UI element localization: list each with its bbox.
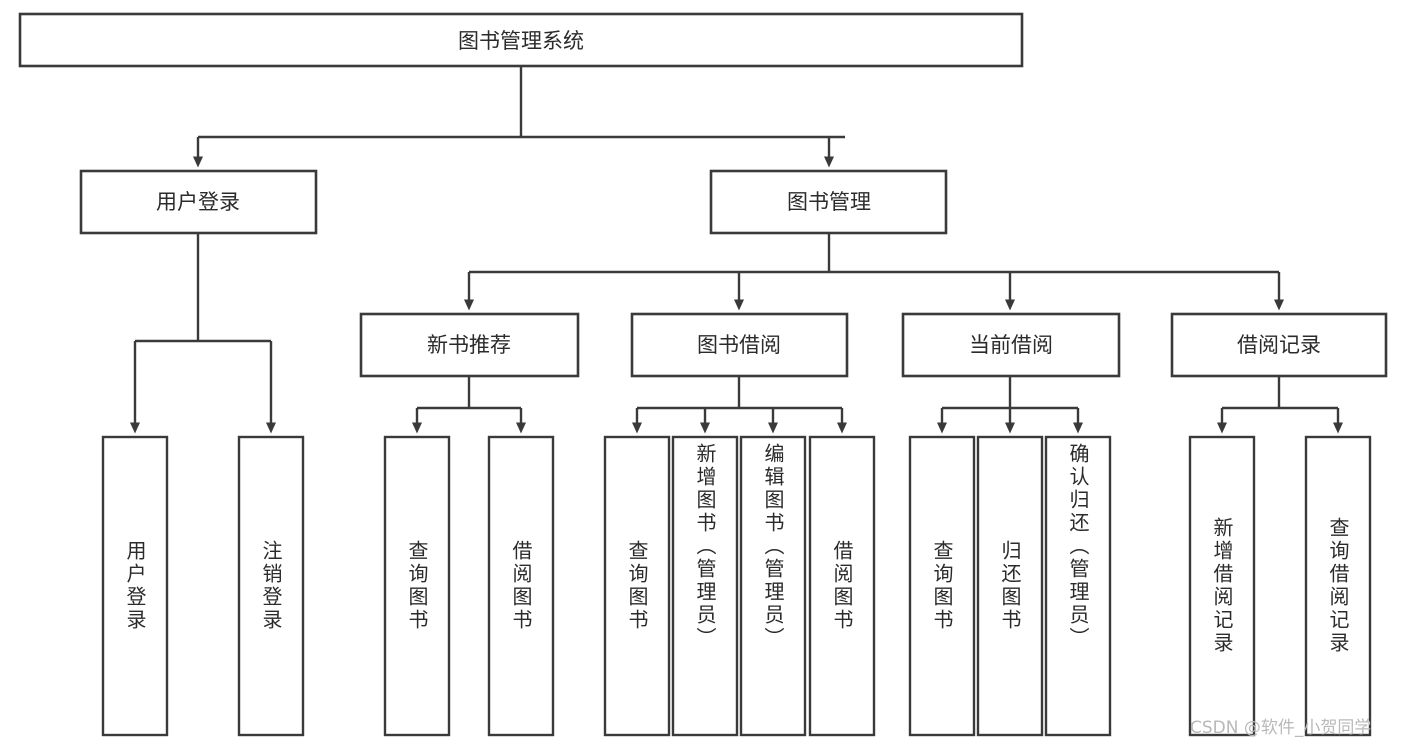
node-current-borrow[interactable]: 当前借阅	[901, 312, 1121, 378]
node-user-login-label: 用户登录	[156, 190, 240, 214]
node-borrow-record[interactable]: 借阅记录	[1170, 312, 1388, 378]
leaf-node-borrowrecord-add-record[interactable]	[1188, 435, 1256, 737]
leaf-node-user-login-login[interactable]	[101, 435, 169, 737]
node-borrow-record-label: 借阅记录	[1237, 333, 1321, 357]
node-book-management[interactable]: 图书管理	[709, 169, 948, 235]
leaf-node-borrowrecord-query-record[interactable]	[1304, 435, 1372, 737]
connector-userlogin-to-leaves	[130, 233, 276, 434]
leaf-node-bookborrow-add-book-admin[interactable]	[671, 435, 739, 737]
connector-root-to-level2	[193, 67, 845, 168]
node-root-label: 图书管理系统	[458, 29, 584, 53]
leaf-node-bookborrow-borrow-book[interactable]	[808, 435, 876, 737]
node-root-book-management-system[interactable]: 图书管理系统	[18, 12, 1024, 68]
connector-bookmgmt-to-level3	[464, 233, 1284, 311]
node-user-login[interactable]: 用户登录	[79, 169, 318, 235]
node-new-book-recommend[interactable]: 新书推荐	[359, 312, 580, 378]
node-current-borrow-label: 当前借阅	[969, 333, 1053, 357]
connector-currentborrow-to-leaves	[937, 376, 1083, 434]
leaf-node-newbook-borrow-book[interactable]	[487, 435, 555, 737]
node-new-book-recommend-label: 新书推荐	[427, 333, 511, 357]
connector-newbook-to-leaves	[412, 376, 526, 434]
watermark-text: CSDN @软件_小贺同学	[1190, 718, 1372, 738]
connector-borrowrecord-to-leaves	[1217, 376, 1343, 434]
leaf-node-currentborrow-query-book[interactable]	[908, 435, 976, 737]
leaf-node-user-login-logout[interactable]	[237, 435, 305, 737]
connector-bookborrow-to-leaves	[632, 376, 847, 434]
node-book-management-label: 图书管理	[787, 190, 871, 214]
leaf-node-bookborrow-edit-book-admin[interactable]	[739, 435, 807, 737]
node-book-borrow[interactable]: 图书借阅	[630, 312, 849, 378]
leaf-node-currentborrow-return-book[interactable]	[976, 435, 1044, 737]
leaf-node-bookborrow-query-book[interactable]	[603, 435, 671, 737]
leaf-node-currentborrow-confirm-return-admin[interactable]	[1044, 435, 1112, 737]
node-book-borrow-label: 图书借阅	[697, 333, 781, 357]
leaf-node-newbook-query-book[interactable]	[383, 435, 451, 737]
